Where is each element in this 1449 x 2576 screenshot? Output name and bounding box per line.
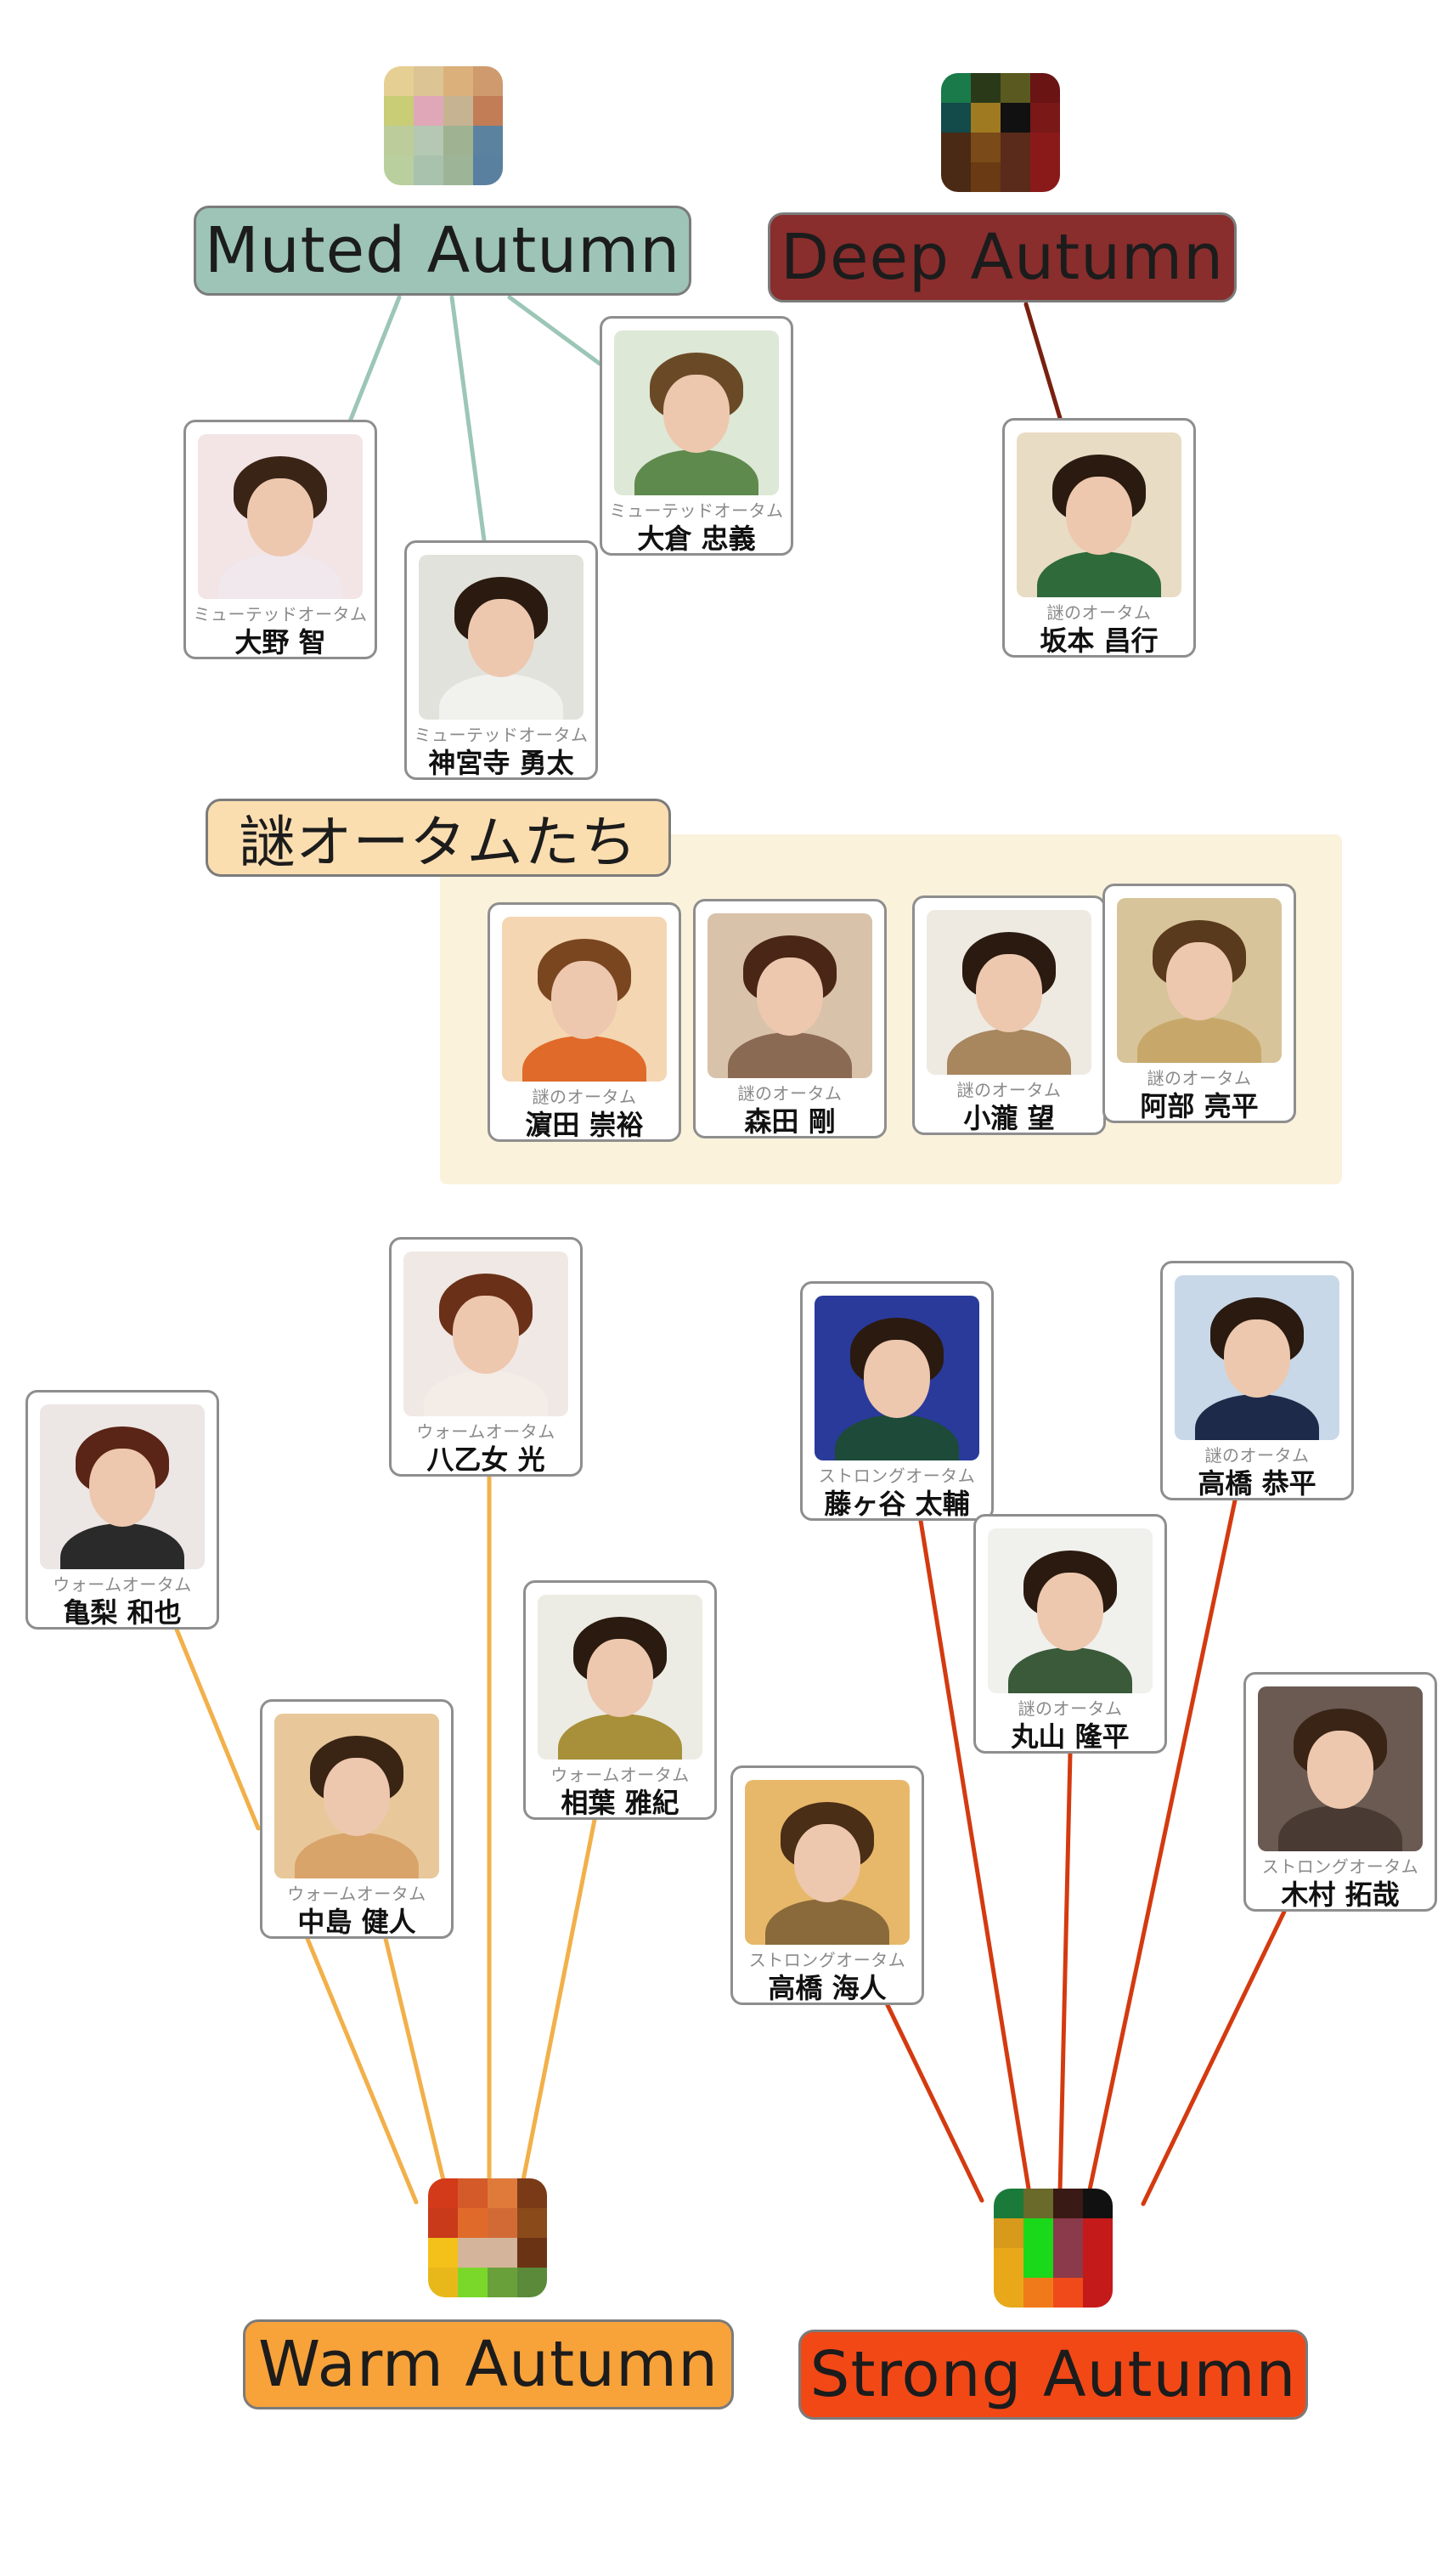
person-card-morita: 謎のオータム 森田 剛 xyxy=(693,899,887,1138)
muted-autumn-palette-swatch xyxy=(384,66,503,185)
person-name: 森田 剛 xyxy=(744,1105,836,1138)
season-tag: ミューテッドオータム xyxy=(193,604,368,624)
season-tag: ストロングオータム xyxy=(818,1466,976,1486)
season-tag: ウォームオータム xyxy=(53,1574,192,1595)
mystery-autumn-label: 謎オータムたち xyxy=(206,799,671,877)
warm-autumn-connector-line xyxy=(383,1936,446,2183)
person-photo xyxy=(927,910,1091,1075)
deep-autumn-connector-line xyxy=(1023,302,1063,421)
person-name: 大倉 忠義 xyxy=(637,523,756,555)
person-card-abe: 謎のオータム 阿部 亮平 xyxy=(1102,884,1296,1123)
person-name: 木村 拓哉 xyxy=(1281,1878,1400,1911)
season-tag: ウォームオータム xyxy=(550,1765,690,1785)
season-tag: 謎のオータム xyxy=(737,1083,843,1104)
season-tag: 謎のオータム xyxy=(532,1087,637,1107)
person-card-takahashi-kyohei: 謎のオータム 高橋 恭平 xyxy=(1160,1261,1354,1500)
person-photo xyxy=(1117,898,1282,1063)
person-photo xyxy=(198,434,363,599)
person-card-sakamoto: 謎のオータム 坂本 昌行 xyxy=(1002,418,1196,658)
person-card-nakajima: ウォームオータム 中島 健人 xyxy=(260,1699,454,1939)
person-name: 濵田 崇裕 xyxy=(525,1109,644,1141)
person-name: 丸山 隆平 xyxy=(1011,1720,1130,1753)
person-photo xyxy=(614,330,779,495)
person-photo xyxy=(403,1251,568,1416)
strong-autumn-label: Strong Autumn xyxy=(798,2330,1308,2420)
person-card-takahashi-kaito: ストロングオータム 高橋 海人 xyxy=(730,1765,924,2005)
person-photo xyxy=(988,1528,1153,1693)
person-card-yaotome: ウォームオータム 八乙女 光 xyxy=(389,1237,583,1477)
strong-autumn-connector-line xyxy=(1141,1909,1287,2206)
person-name: 小瀧 望 xyxy=(963,1102,1055,1134)
person-photo xyxy=(1175,1275,1339,1440)
person-name: 大野 智 xyxy=(234,626,326,658)
person-photo xyxy=(815,1296,979,1460)
warm-autumn-label: Warm Autumn xyxy=(243,2319,734,2409)
strong-autumn-connector-line xyxy=(884,2001,984,2203)
warm-autumn-connector-line xyxy=(174,1627,261,1831)
person-name: 阿部 亮平 xyxy=(1140,1090,1259,1122)
season-tag: ミューテッドオータム xyxy=(609,500,784,521)
strong-autumn-connector-line xyxy=(1086,1498,1238,2196)
season-tag: 謎のオータム xyxy=(1046,602,1152,623)
season-tag: ウォームオータム xyxy=(287,1884,426,1904)
person-name: 坂本 昌行 xyxy=(1040,624,1159,657)
person-card-fujigaya: ストロングオータム 藤ヶ谷 太輔 xyxy=(800,1281,994,1521)
person-photo xyxy=(538,1595,702,1760)
strong-autumn-palette-swatch xyxy=(994,2189,1113,2308)
person-card-hamada: 謎のオータム 濵田 崇裕 xyxy=(488,902,681,1142)
person-photo xyxy=(1017,432,1181,597)
muted-autumn-label: Muted Autumn xyxy=(194,206,691,296)
warm-autumn-palette-swatch xyxy=(428,2178,547,2297)
season-tag: ミューテッドオータム xyxy=(414,725,589,745)
person-card-aiba: ウォームオータム 相葉 雅紀 xyxy=(523,1580,717,1820)
person-photo xyxy=(419,555,584,720)
person-name: 亀梨 和也 xyxy=(63,1596,182,1629)
deep-autumn-label: Deep Autumn xyxy=(768,212,1237,302)
person-photo xyxy=(274,1714,439,1878)
person-name: 神宮寺 勇太 xyxy=(428,747,574,779)
strong-autumn-connector-line xyxy=(1057,1751,1073,2195)
person-card-ohno: ミューテッドオータム 大野 智 xyxy=(183,420,377,659)
person-card-jinguji: ミューテッドオータム 神宮寺 勇太 xyxy=(404,540,598,780)
person-name: 相葉 雅紀 xyxy=(561,1787,679,1819)
person-photo xyxy=(40,1404,205,1569)
person-name: 八乙女 光 xyxy=(426,1443,545,1476)
person-card-konose: 謎のオータム 小瀧 望 xyxy=(912,895,1106,1135)
person-card-maruyama: 謎のオータム 丸山 隆平 xyxy=(973,1514,1167,1754)
muted-autumn-connector-line xyxy=(449,295,487,543)
season-tag: ストロングオータム xyxy=(1261,1856,1419,1877)
warm-autumn-connector-line xyxy=(521,1817,597,2183)
season-tag: 謎のオータム xyxy=(1204,1445,1310,1466)
muted-autumn-connector-line xyxy=(507,295,602,366)
person-card-kamenashi: ウォームオータム 亀梨 和也 xyxy=(25,1390,219,1630)
season-tag: ウォームオータム xyxy=(416,1421,555,1442)
season-tag: 謎のオータム xyxy=(956,1080,1062,1100)
season-tag: 謎のオータム xyxy=(1147,1068,1252,1088)
person-photo xyxy=(1258,1686,1423,1851)
person-card-okura: ミューテッドオータム 大倉 忠義 xyxy=(600,316,793,556)
person-name: 高橋 恭平 xyxy=(1198,1467,1317,1500)
person-photo xyxy=(502,917,667,1082)
season-tag: ストロングオータム xyxy=(748,1950,906,1970)
person-name: 高橋 海人 xyxy=(768,1972,887,2004)
person-name: 中島 健人 xyxy=(297,1906,416,1938)
deep-autumn-palette-swatch xyxy=(941,73,1060,192)
person-name: 藤ヶ谷 太輔 xyxy=(824,1488,970,1520)
person-photo xyxy=(745,1780,910,1945)
season-tag: 謎のオータム xyxy=(1018,1698,1123,1719)
strong-autumn-connector-line xyxy=(918,1518,1032,2196)
person-photo xyxy=(708,913,872,1078)
warm-autumn-connector-line xyxy=(305,1936,419,2205)
muted-autumn-connector-line xyxy=(347,295,402,424)
person-card-kimura: ストロングオータム 木村 拓哉 xyxy=(1243,1672,1437,1912)
